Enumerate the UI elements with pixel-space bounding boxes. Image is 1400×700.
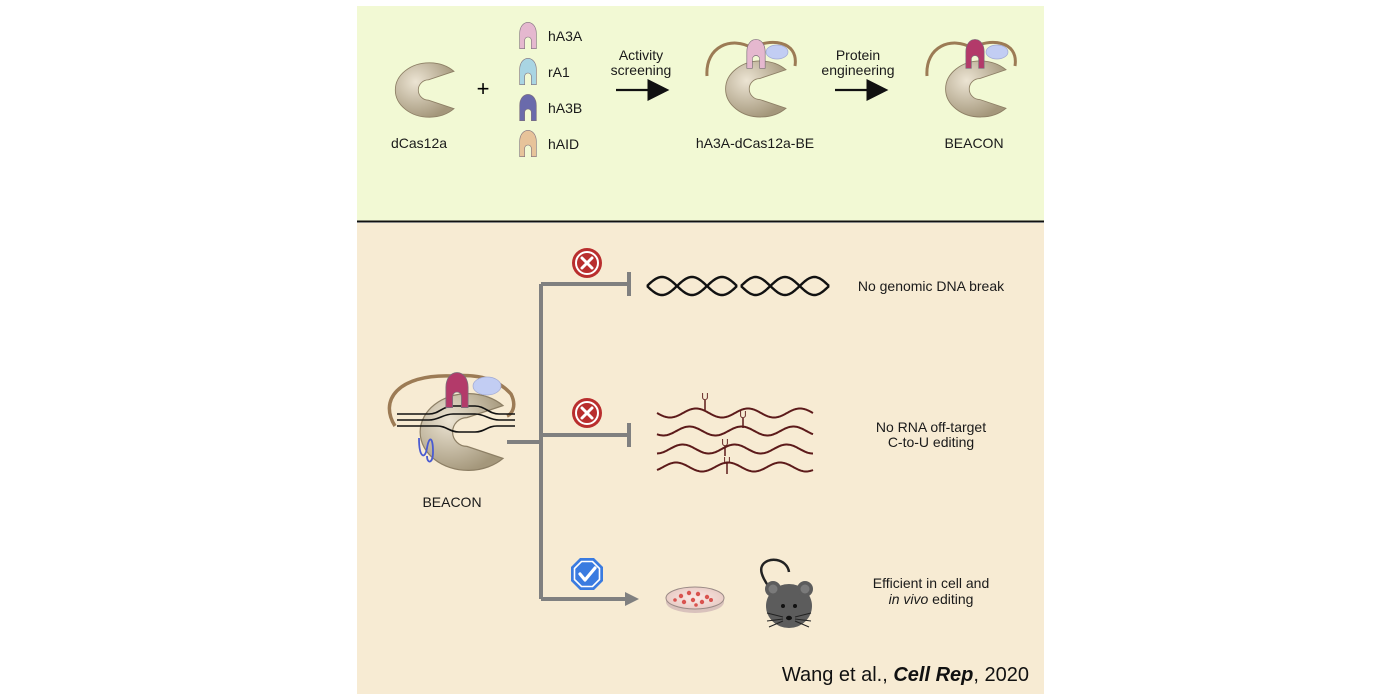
beacon-complex [387, 372, 516, 472]
beacon-label-top: BEACON [944, 135, 1003, 151]
ugi-domain [765, 44, 789, 60]
ha3a-dcas12a-be [705, 39, 797, 118]
mouse-icon [760, 558, 813, 628]
outcome-dna-label: No genomic DNA break [858, 278, 1005, 294]
dna-strand [740, 275, 830, 297]
ugi-domain [472, 376, 502, 396]
branch-tree [507, 272, 631, 601]
outcome-rna-label-line1: No RNA off-target [876, 419, 986, 435]
deaminase-item: hA3A [519, 22, 583, 49]
outcome-rna-label-line2: C-to-U editing [888, 434, 974, 450]
rna-strand [656, 425, 814, 437]
deaminase-label: hA3A [548, 28, 583, 44]
dna-strand [646, 275, 738, 297]
deaminase-label: rA1 [548, 64, 570, 80]
status-x-icon [572, 248, 602, 278]
deaminase-label: hAID [548, 136, 579, 152]
petri-dish [665, 586, 725, 613]
rna-edit-letter: U [723, 456, 730, 467]
dna-strand [646, 275, 738, 297]
status-x-icon [572, 398, 602, 428]
deaminase-item: rA1 [519, 58, 570, 85]
rna-strands [656, 407, 814, 473]
top-panel [357, 6, 1044, 221]
plus-sign: + [477, 76, 490, 101]
rna-edit-letter: U [721, 438, 728, 449]
ugi-domain [985, 44, 1009, 60]
linker-tether [387, 373, 516, 427]
deaminase-item: hAID [519, 130, 579, 157]
rna-edit-letter: U [739, 410, 746, 421]
rna-strand [656, 461, 814, 473]
dna-strand [740, 275, 830, 297]
step2-line2: engineering [821, 62, 894, 78]
branch-arrowhead [625, 592, 639, 606]
guide-rna [418, 437, 434, 463]
intact-dna-helix [646, 275, 830, 297]
beacon-protein-top [925, 39, 1017, 118]
status-check-icon [571, 558, 603, 590]
dcas12a-label: dCas12a [391, 135, 447, 151]
intermediate-label: hA3A-dCas12a-BE [696, 135, 814, 151]
deaminase-list: hA3A rA1 hA3B hAID [519, 22, 583, 157]
step1-line2: screening [611, 62, 672, 78]
deaminase-label: hA3B [548, 100, 582, 116]
rna-edit-letter: U [701, 392, 708, 403]
beacon-label-bottom: BEACON [422, 494, 481, 510]
citation: Wang et al., Cell Rep, 2020 [782, 664, 1029, 686]
rna-strand [656, 407, 814, 419]
rna-strand [656, 443, 813, 455]
cell-colonies [673, 590, 713, 607]
beacon-figure: dCas12a + hA3A rA1 hA3B hAID Activity scree… [357, 6, 1044, 694]
outcome-editing-label-line2: in vivo editing [889, 591, 974, 607]
outcome-editing-label-line1: Efficient in cell and [873, 575, 989, 591]
step1-line1: Activity [619, 47, 663, 63]
step2-line1: Protein [836, 47, 880, 63]
deaminase-item: hA3B [519, 94, 582, 121]
